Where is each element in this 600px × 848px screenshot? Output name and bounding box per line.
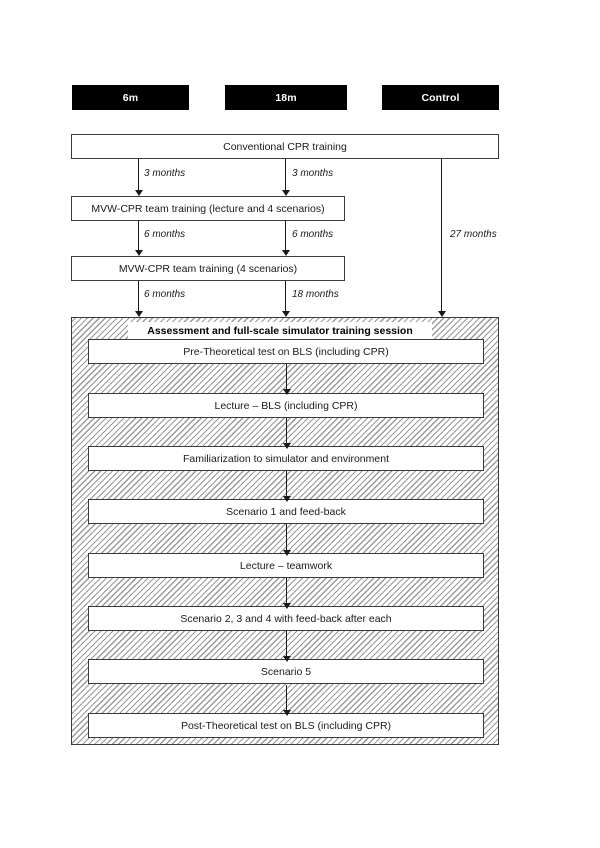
assessment-panel-title: Assessment and full-scale simulator trai… xyxy=(128,322,432,340)
connector-line-mvw2-to-panel-left xyxy=(138,281,139,312)
arrowhead-step-4-to-5 xyxy=(282,550,291,556)
group-box-control: Control xyxy=(382,85,499,110)
arrowhead-step-5-to-6 xyxy=(282,603,291,609)
connector-line-mvw2-to-panel-right xyxy=(285,281,286,312)
interval-label-4: 6 months xyxy=(292,229,334,240)
connector-line-step-3-to-4 xyxy=(286,471,287,497)
panel-step-7: Scenario 5 xyxy=(88,659,484,684)
stage-box-2: MVW-CPR team training (lecture and 4 sce… xyxy=(71,196,345,221)
panel-step-5: Lecture – teamwork xyxy=(88,553,484,578)
connector-line-conv-to-mvw1-left xyxy=(138,159,139,191)
arrowhead-mvw2-to-panel-right xyxy=(281,311,290,317)
panel-step-6: Scenario 2, 3 and 4 with feed-back after… xyxy=(88,606,484,631)
arrowhead-mvw2-to-panel-left xyxy=(134,311,143,317)
group-box-18m: 18m xyxy=(225,85,347,110)
interval-label-7: 27 months xyxy=(450,229,497,240)
connector-line-control-to-panel xyxy=(441,159,442,312)
arrowhead-mvw1-to-mvw2-left xyxy=(134,250,143,256)
connector-line-conv-to-mvw1-right xyxy=(285,159,286,191)
connector-line-step-1-to-2 xyxy=(286,364,287,390)
stage-box-3: MVW-CPR team training (4 scenarios) xyxy=(71,256,345,281)
connector-line-mvw1-to-mvw2-right xyxy=(285,221,286,251)
arrowhead-step-2-to-3 xyxy=(282,443,291,449)
arrowhead-mvw1-to-mvw2-right xyxy=(281,250,290,256)
connector-line-step-2-to-3 xyxy=(286,418,287,444)
interval-label-2: 3 months xyxy=(292,168,334,179)
panel-step-2: Lecture – BLS (including CPR) xyxy=(88,393,484,418)
interval-label-5: 6 months xyxy=(144,289,186,300)
stage-box-1: Conventional CPR training xyxy=(71,134,499,159)
panel-step-4: Scenario 1 and feed-back xyxy=(88,499,484,524)
interval-label-6: 18 months xyxy=(292,289,339,300)
arrowhead-step-3-to-4 xyxy=(282,496,291,502)
connector-line-step-7-to-8 xyxy=(286,685,287,711)
panel-step-8: Post-Theoretical test on BLS (including … xyxy=(88,713,484,738)
interval-label-1: 3 months xyxy=(144,168,186,179)
panel-step-1: Pre-Theoretical test on BLS (including C… xyxy=(88,339,484,364)
group-box-6m: 6m xyxy=(72,85,189,110)
panel-step-3: Familiarization to simulator and environ… xyxy=(88,446,484,471)
interval-label-3: 6 months xyxy=(144,229,186,240)
arrowhead-control-to-panel xyxy=(437,311,446,317)
arrowhead-step-6-to-7 xyxy=(282,656,291,662)
arrowhead-conv-to-mvw1-right xyxy=(281,190,290,196)
connector-line-mvw1-to-mvw2-left xyxy=(138,221,139,251)
connector-line-step-6-to-7 xyxy=(286,631,287,657)
connector-line-step-5-to-6 xyxy=(286,578,287,604)
arrowhead-step-7-to-8 xyxy=(282,710,291,716)
arrowhead-step-1-to-2 xyxy=(282,389,291,395)
arrowhead-conv-to-mvw1-left xyxy=(134,190,143,196)
connector-line-step-4-to-5 xyxy=(286,524,287,551)
